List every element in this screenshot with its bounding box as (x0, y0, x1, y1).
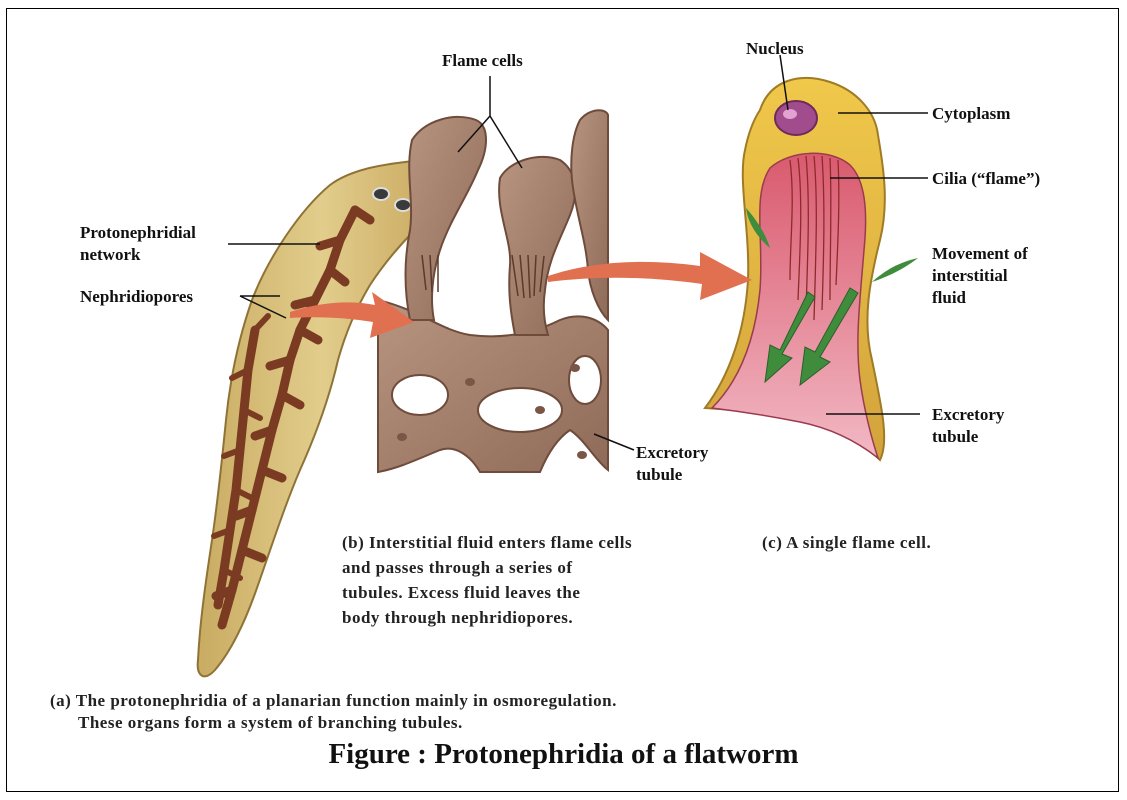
caption-b-line4: body through nephridiopores. (342, 605, 573, 630)
figure-title: Figure : Protonephridia of a flatworm (0, 738, 1127, 771)
label-protonephridial-line1: Protonephridial (80, 222, 196, 243)
single-flame-cell (705, 78, 918, 460)
label-movement-line2: interstitial (932, 265, 1008, 286)
label-excretory-b-line2: tubule (636, 464, 682, 485)
label-nephridiopores: Nephridiopores (80, 286, 193, 307)
label-cytoplasm: Cytoplasm (932, 103, 1010, 124)
label-cilia: Cilia (“flame”) (932, 168, 1040, 189)
tubule-hole-2 (392, 375, 448, 415)
worm-eye-right (395, 199, 411, 211)
label-excretory-c-line1: Excretory (932, 404, 1004, 425)
worm-eye-left (373, 188, 389, 200)
label-nucleus: Nucleus (746, 38, 804, 59)
nucleus (775, 101, 817, 135)
label-movement-line3: fluid (932, 287, 966, 308)
label-excretory-b-line1: Excretory (636, 442, 708, 463)
tubule-hole-1 (478, 388, 562, 432)
tubule-network (378, 110, 608, 475)
label-excretory-c-line2: tubule (932, 426, 978, 447)
fluid-inflow-right (872, 258, 918, 282)
tubule-hole-3 (569, 356, 601, 404)
caption-b-line2: and passes through a series of (342, 555, 573, 580)
caption-c: (c) A single flame cell. (762, 530, 931, 555)
nucleolus (783, 109, 797, 119)
label-flame-cells: Flame cells (442, 50, 523, 71)
label-movement-line1: Movement of (932, 243, 1028, 264)
flame-cell-lumen (712, 153, 878, 458)
label-protonephridial-line2: network (80, 244, 140, 265)
caption-b-line1: (b) Interstitial fluid enters flame cell… (342, 530, 632, 555)
caption-a-line2: These organs form a system of branching … (78, 710, 463, 735)
caption-b-line3: tubules. Excess fluid leaves the (342, 580, 580, 605)
